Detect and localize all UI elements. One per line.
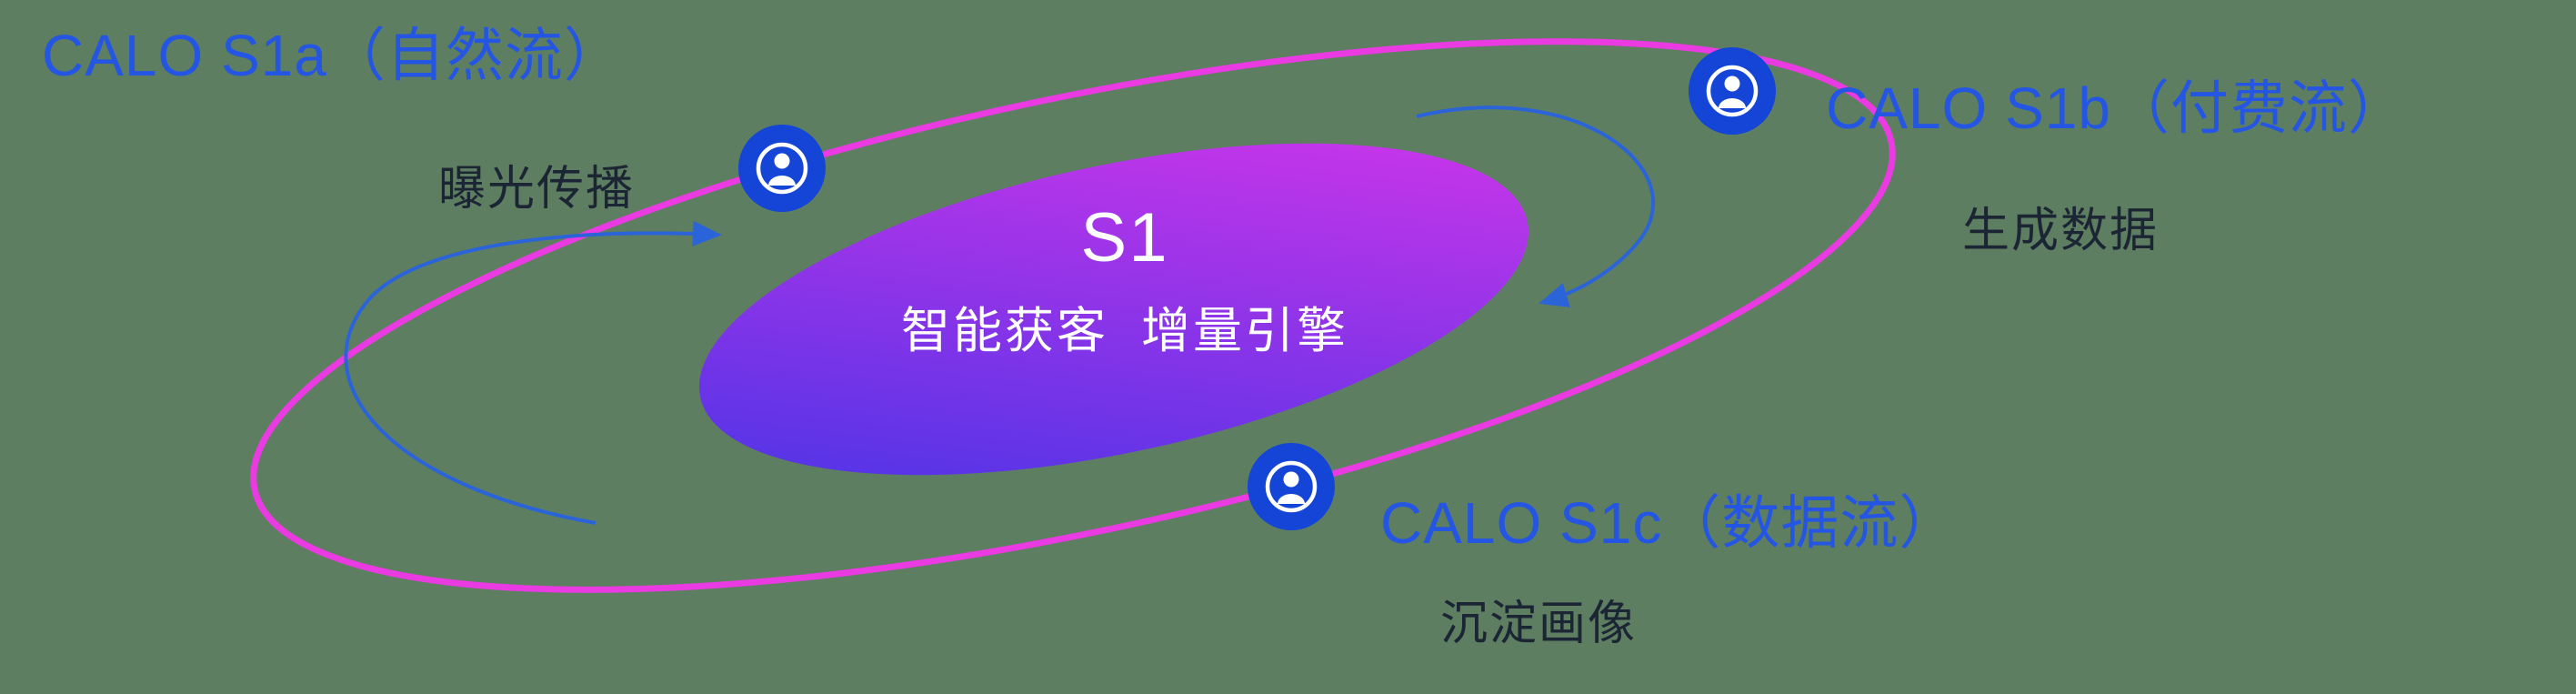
sublabel-s1b: 生成数据 [1962,205,2160,257]
label-s1a: CALO S1a（自然流） [42,23,623,88]
person-icon [1689,47,1776,135]
node-s1a [738,125,826,212]
label-s1b: CALO S1b（付费流） [1826,75,2407,141]
center-text-group: S1 智能获客 增量引擎 [901,198,1348,362]
node-s1c [1248,443,1335,530]
flow-arrow-right [1416,106,1656,307]
center-subtitle: 智能获客 增量引擎 [900,304,1349,358]
person-icon [738,125,826,212]
sublabel-s1a: 曝光传播 [438,163,636,216]
person-icon [1248,443,1335,530]
sublabel-s1c: 沉淀画像 [1440,598,1638,650]
orbit-ring [250,38,1896,593]
center-title: S1 [1080,199,1169,277]
node-s1b [1689,47,1776,135]
flow-arrow-left [344,220,722,525]
label-s1c: CALO S1c（数据流） [1380,490,1959,556]
center-gradient-ellipse [698,143,1529,476]
